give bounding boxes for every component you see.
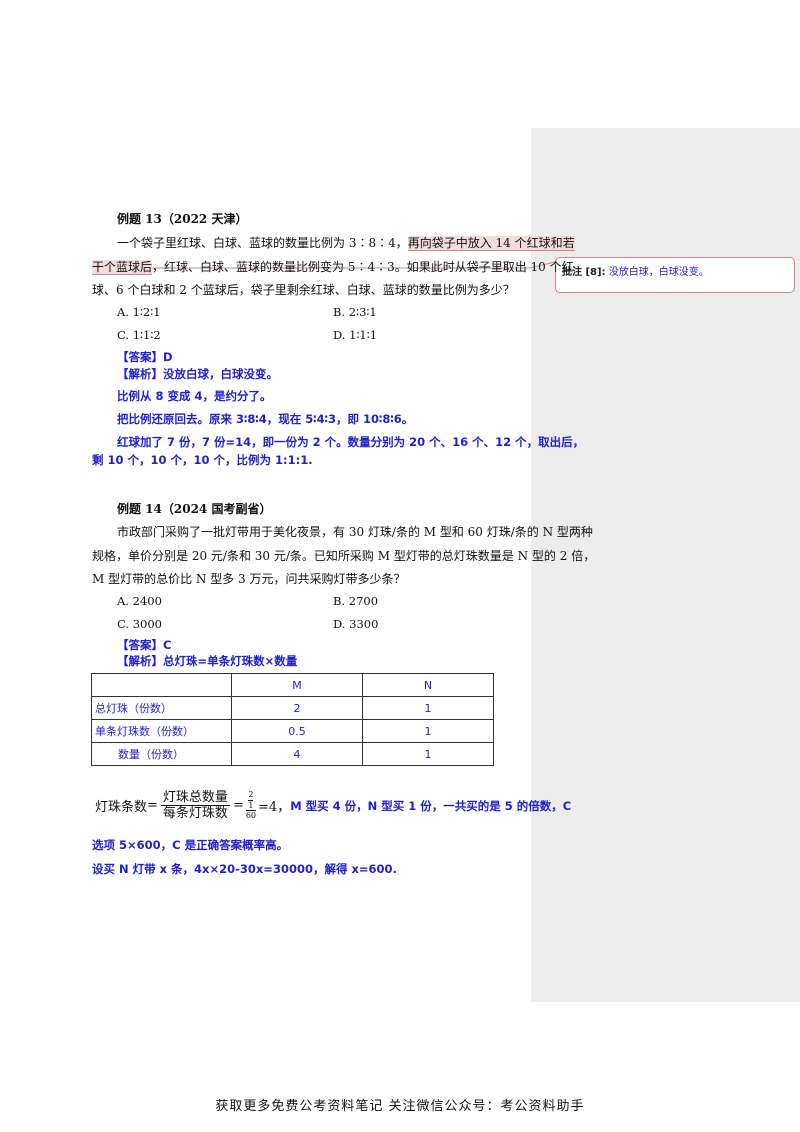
formula-equals: = (147, 798, 158, 813)
q13-option-b: B. 2∶3∶1 (333, 305, 377, 319)
nested-top: 2 (248, 790, 254, 801)
table-row: 总灯珠（份数） 2 1 (91, 696, 494, 720)
q13-analysis-5: 剩 10 个，10 个，10 个，比例为 1:1:1. (92, 453, 313, 467)
q13-option-c: C. 1∶1∶2 (117, 328, 161, 342)
q14-option-d: D. 3300 (333, 617, 379, 631)
fraction-denominator: 每条灯珠数 (162, 806, 228, 821)
table-header-row: M N (91, 673, 494, 697)
formula-result: =4， (258, 800, 291, 815)
comment-text: 没放白球，白球没变。 (608, 267, 709, 278)
q14-option-c: C. 3000 (117, 617, 162, 631)
q14-answer: 【答案】C (117, 638, 172, 652)
q13-heading: 例题 13（2022 天津） (117, 212, 248, 226)
table-row: 数量（份数） 4 1 (91, 742, 494, 766)
table-cell: 1 (362, 696, 494, 720)
q13-option-a: A. 1∶2∶1 (117, 305, 161, 319)
q14-analysis-title: 【解析】总灯珠=单条灯珠数×数量 (117, 654, 298, 668)
q14-after-1: 选项 5×600，C 是正确答案概率高。 (92, 838, 289, 852)
formula-tail: M 型买 4 份，N 型买 1 份，一共买的是 5 的倍数，C (290, 798, 572, 813)
q14-option-a: A. 2400 (117, 594, 162, 608)
formula-fraction: 灯珠总数量 每条灯珠数 (160, 790, 230, 821)
table-cell: N (362, 673, 494, 697)
nested-bottom: 60 (245, 810, 257, 820)
ratio-table: M N 总灯珠（份数） 2 1 单条灯珠数（份数） 0.5 1 数量（份数） 4… (91, 673, 494, 766)
formula-equals-2: = (232, 798, 244, 813)
formula-lhs: 灯珠条数 (95, 800, 148, 815)
formula-line: 灯珠条数 = 灯珠总数量 每条灯珠数 = 2 1 60 =4， M 型买 4 份… (95, 790, 571, 821)
table-cell: 0.5 (231, 719, 363, 743)
table-cell (91, 673, 232, 697)
q13-stem-line2: 干个蓝球后，红球、白球、蓝球的数量比例变为 5∶4∶3。如果此时从袋子里取出 1… (92, 259, 574, 275)
table-cell: M (231, 673, 363, 697)
q14-stem-line2: 规格，单价分别是 20 元/条和 30 元/条。已知所采购 M 型灯带的总灯珠数… (92, 549, 596, 563)
q13-analysis-4: 红球加了 7 份，7 份=14，即一份为 2 个。数量分别为 20 个、16 个… (117, 435, 585, 449)
q14-option-b: B. 2700 (333, 594, 379, 608)
page-footer: 获取更多免费公考资料笔记 关注微信公众号：考公资料助手 (215, 1099, 585, 1114)
q13-stem-text2: ，红球、白球、蓝球的数量比例变为 5∶4∶3。如果此时从袋子里取出 10 个红 (152, 260, 574, 274)
table-cell: 4 (231, 742, 363, 766)
comment-tag: 批注 [8]: (562, 267, 606, 278)
q13-highlight-end[interactable]: 干个蓝球后 (92, 260, 153, 275)
q13-option-d: D. 1∶1∶1 (333, 328, 378, 342)
q13-answer: 【答案】D (117, 350, 173, 364)
q13-stem-text: 一个袋子里红球、白球、蓝球的数量比例为 3∶8∶4， (117, 236, 408, 250)
q13-stem-line1: 一个袋子里红球、白球、蓝球的数量比例为 3∶8∶4，再向袋子中放入 14 个红球… (117, 235, 575, 251)
nested-fraction: 2 1 60 (245, 790, 257, 821)
q13-stem-line3: 球、6 个白球和 2 个蓝球后，袋子里剩余红球、白球、蓝球的数量比例为多少？ (92, 283, 515, 297)
q14-after-2: 设买 N 灯带 x 条，4x×20-30x=30000，解得 x=600. (92, 862, 397, 876)
comment-balloon[interactable]: 批注 [8]: 没放白球，白球没变。 (555, 257, 795, 293)
table-cell: 单条灯珠数（份数） (91, 719, 232, 743)
table-cell: 1 (362, 719, 494, 743)
q13-highlight[interactable]: 再向袋子中放入 14 个红球和若 (407, 236, 575, 251)
fraction-numerator: 灯珠总数量 (160, 790, 230, 806)
table-row: 单条灯珠数（份数） 0.5 1 (91, 719, 494, 743)
q14-stem-line1: 市政部门采购了一批灯带用于美化夜景，有 30 灯珠/条的 M 型和 60 灯珠/… (117, 525, 593, 539)
q13-analysis-2: 比例从 8 变成 4，是约分了。 (117, 389, 272, 403)
nested-mid: 1 (248, 801, 254, 810)
table-cell: 2 (231, 696, 363, 720)
q14-stem-line3: M 型灯带的总价比 N 型多 3 万元，问共采购灯带多少条？ (92, 572, 406, 586)
table-cell: 数量（份数） (91, 742, 232, 766)
table-cell: 总灯珠（份数） (91, 696, 232, 720)
q13-analysis-1: 【解析】没放白球，白球没变。 (117, 367, 278, 381)
q13-analysis-3: 把比例还原回去。原来 3∶8∶4，现在 5∶4∶3，即 10∶8∶6。 (117, 412, 414, 426)
q14-heading: 例题 14（2024 国考副省） (117, 502, 272, 516)
table-cell: 1 (362, 742, 494, 766)
